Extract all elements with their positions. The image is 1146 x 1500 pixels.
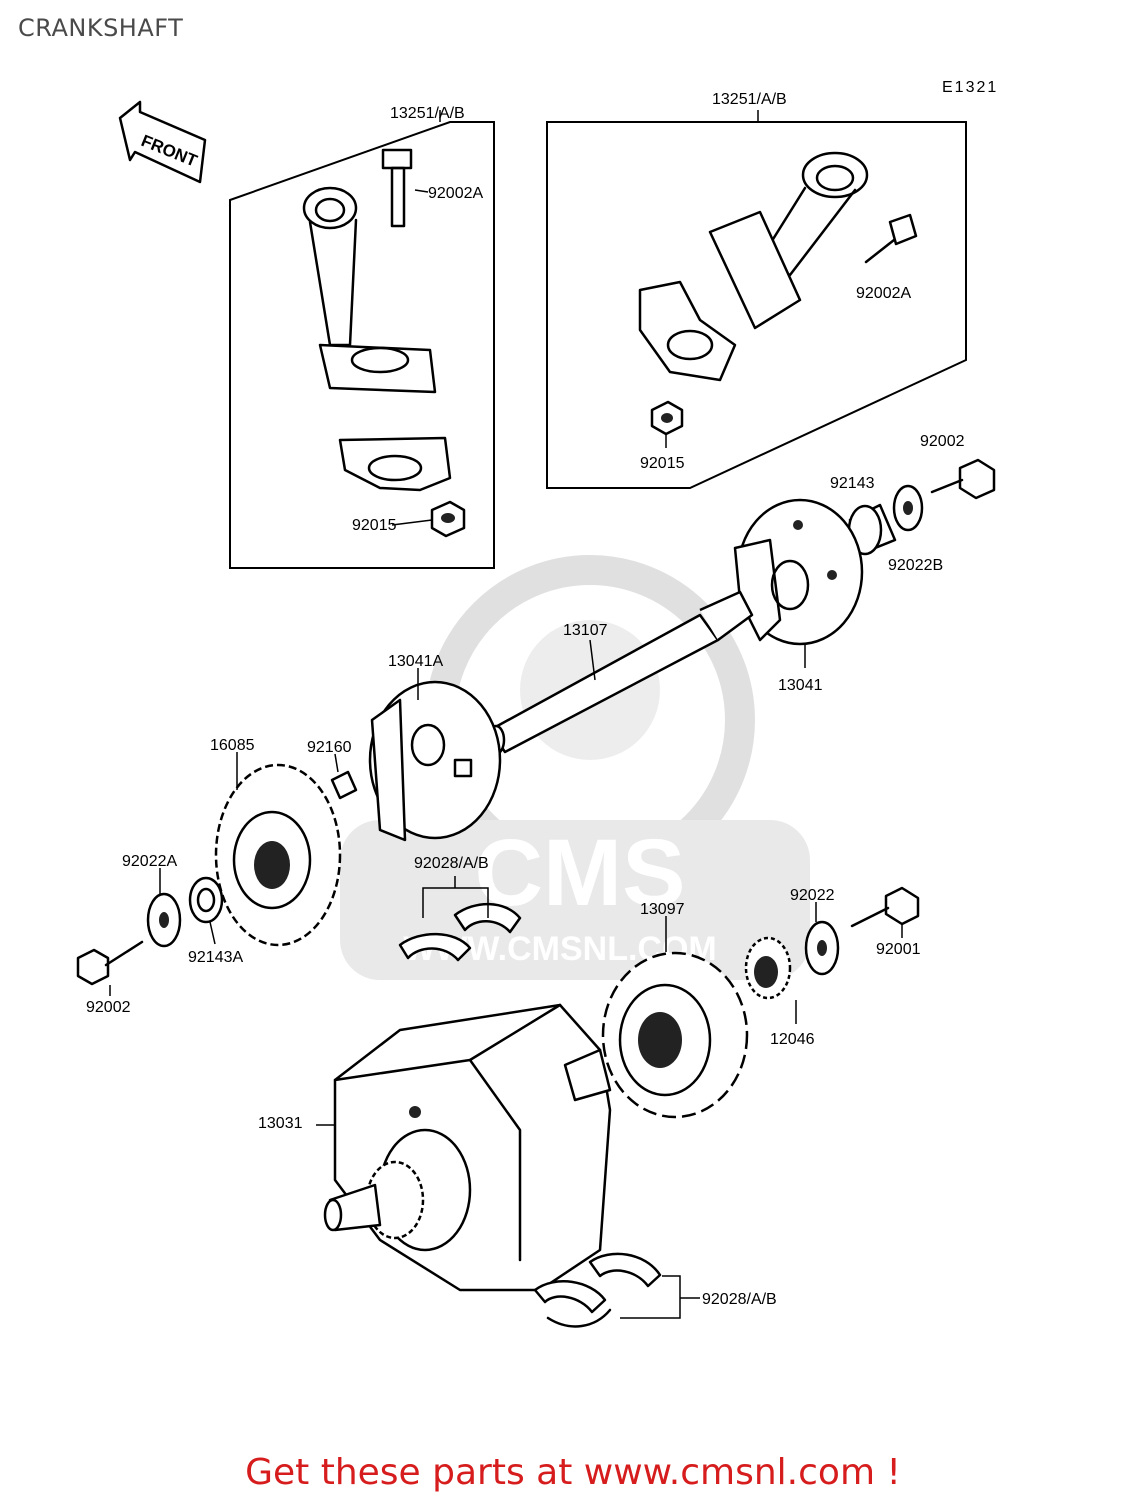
bolt-right bbox=[864, 213, 918, 264]
callout-washer-right: 92022 bbox=[790, 887, 835, 904]
front-arrow-icon: FRONT bbox=[118, 100, 207, 184]
callout-bolt-right-bottom: 92001 bbox=[876, 941, 921, 958]
sprocket bbox=[214, 763, 342, 947]
connecting-rod-left bbox=[302, 186, 437, 394]
callout-washer-left: 92022A bbox=[122, 853, 177, 870]
page-title: CRANKSHAFT bbox=[18, 14, 184, 42]
gear-large bbox=[601, 951, 749, 1119]
conrod-set-left-box bbox=[229, 121, 495, 569]
bolt-top bbox=[930, 458, 996, 500]
callout-washer-top: 92022B bbox=[888, 557, 943, 574]
rod-cap-left bbox=[338, 436, 452, 492]
bolt-left-bottom bbox=[76, 940, 144, 986]
connecting-rod-right bbox=[708, 151, 869, 330]
callout-gear: 13097 bbox=[640, 901, 685, 918]
callout-bolt-top: 92002 bbox=[920, 433, 965, 450]
damper bbox=[330, 770, 358, 800]
callout-weight-right: 13041 bbox=[778, 677, 823, 694]
callout-nut-left: 92015 bbox=[352, 517, 397, 534]
callout-bolt-right: 92002A bbox=[856, 285, 911, 302]
bolt-left bbox=[381, 148, 413, 228]
callout-sprocket: 16085 bbox=[210, 737, 255, 754]
washer-top bbox=[892, 484, 924, 532]
bolt-right-bottom bbox=[850, 886, 920, 928]
callout-bearing-upper: 92028/A/B bbox=[414, 855, 489, 872]
crankshaft bbox=[323, 1003, 612, 1292]
gear-small bbox=[744, 936, 792, 1000]
nut-left bbox=[430, 500, 466, 538]
callout-nut-right: 92015 bbox=[640, 455, 685, 472]
balancer-weight-left bbox=[368, 680, 502, 842]
callout-bearing-lower: 92028/A/B bbox=[702, 1291, 777, 1308]
callout-crankshaft: 13031 bbox=[258, 1115, 303, 1132]
callout-conrod-set-right: 13251/A/B bbox=[712, 91, 787, 108]
rod-cap-right bbox=[638, 280, 737, 382]
callout-weight-left: 13041A bbox=[388, 653, 443, 670]
footer-link[interactable]: Get these parts at www.cmsnl.com ! bbox=[245, 1452, 901, 1493]
callout-shaft: 13107 bbox=[563, 622, 608, 639]
callout-conrod-set-left: 13251/A/B bbox=[390, 105, 465, 122]
callout-collar-left: 92143A bbox=[188, 949, 243, 966]
washer-right bbox=[804, 920, 840, 976]
balancer-weight-right bbox=[733, 498, 864, 646]
callout-bolt-left: 92002A bbox=[428, 185, 483, 202]
bearing-shells-upper bbox=[398, 902, 522, 962]
callout-gear-small: 12046 bbox=[770, 1031, 815, 1048]
conrod-set-right-box bbox=[546, 121, 967, 489]
callout-damper: 92160 bbox=[307, 739, 352, 756]
callout-collar-top: 92143 bbox=[830, 475, 875, 492]
collar-left bbox=[188, 876, 224, 924]
nut-right bbox=[650, 400, 684, 436]
callout-bolt-left-bottom: 92002 bbox=[86, 999, 131, 1016]
washer-left bbox=[146, 892, 182, 948]
bearing-shells-lower bbox=[533, 1252, 662, 1328]
diagram-code: E1321 bbox=[942, 79, 998, 96]
